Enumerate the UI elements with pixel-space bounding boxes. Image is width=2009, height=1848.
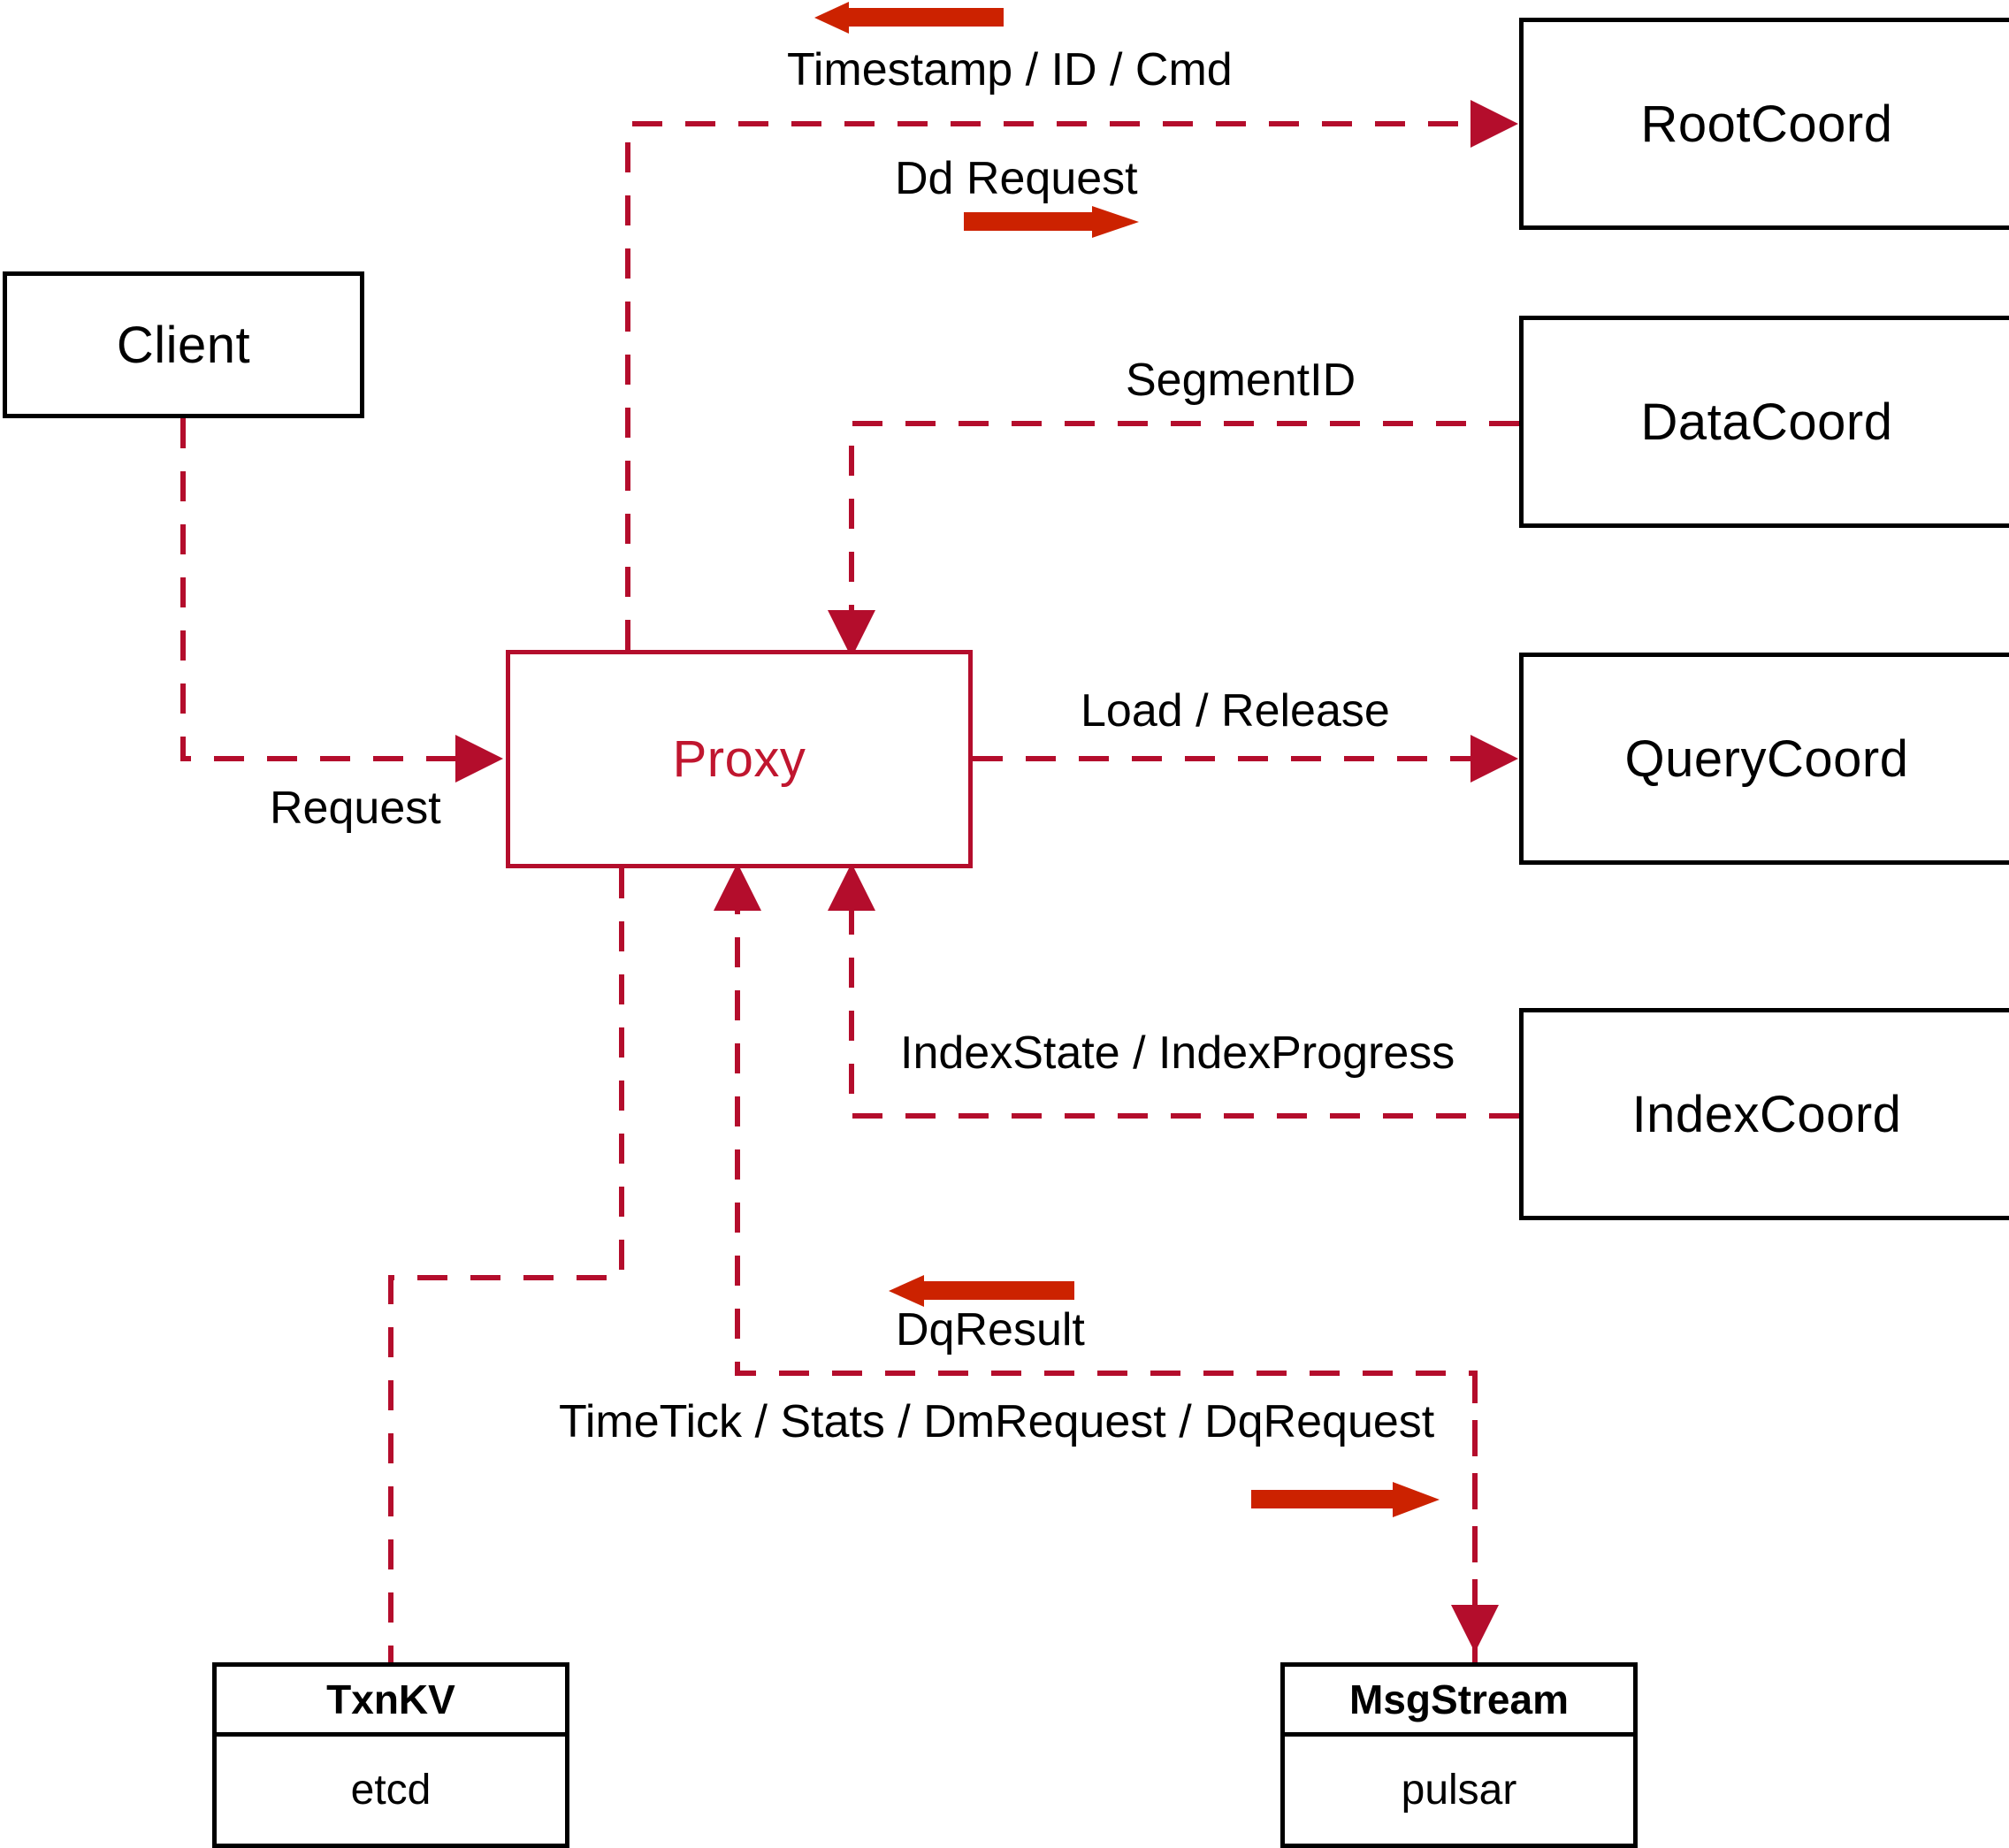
edge-label-request: Request (270, 785, 441, 831)
node-txnkv-header: TxnKV (217, 1667, 565, 1737)
edge-label-load-text: Load / Release (1081, 685, 1390, 737)
edge-label-indexstate-text: IndexState / IndexProgress (900, 1027, 1455, 1079)
edge-msgstream-to-proxy (714, 863, 1478, 1662)
edge-label-timetick-stats: TimeTick / Stats / DmRequest / DqRequest (559, 1399, 1434, 1445)
node-indexcoord[interactable]: IndexCoord (1519, 1008, 2009, 1220)
node-datacoord-label: DataCoord (1640, 393, 1893, 451)
arrow-left-timestamp-icon (814, 2, 1004, 34)
edge-label-dqresult-text: DqResult (896, 1304, 1085, 1355)
edge-proxy-to-rootcoord (625, 100, 1518, 650)
node-txnkv-body: etcd (217, 1737, 565, 1844)
node-indexcoord-label: IndexCoord (1631, 1085, 1902, 1143)
arrow-right-dd-icon (964, 206, 1139, 238)
node-datacoord[interactable]: DataCoord (1519, 316, 2009, 528)
node-txnkv-title: TxnKV (326, 1676, 455, 1722)
node-txnkv[interactable]: TxnKV etcd (212, 1662, 569, 1848)
edge-label-timestamp-id-cmd: Timestamp / ID / Cmd (787, 47, 1233, 93)
edge-label-index-state-progress: IndexState / IndexProgress (900, 1030, 1455, 1076)
node-msgstream-title: MsgStream (1349, 1676, 1569, 1722)
node-rootcoord[interactable]: RootCoord (1519, 18, 2009, 230)
edge-label-request-text: Request (270, 783, 441, 834)
edge-indexcoord-to-proxy (828, 863, 1519, 1119)
edge-label-dq-result: DqResult (896, 1307, 1085, 1353)
edge-label-load-release: Load / Release (1081, 688, 1390, 734)
arrow-left-dqresult-icon (889, 1275, 1074, 1307)
node-rootcoord-label: RootCoord (1640, 95, 1893, 153)
node-proxy[interactable]: Proxy (506, 650, 973, 868)
node-proxy-label: Proxy (672, 730, 806, 788)
node-msgstream-body: pulsar (1285, 1737, 1633, 1844)
node-client-label: Client (116, 316, 251, 374)
node-querycoord-label: QueryCoord (1624, 729, 1909, 788)
edge-label-timetick-text: TimeTick / Stats / DmRequest / DqRequest (559, 1396, 1435, 1447)
direction-arrow-group (814, 2, 1440, 1517)
edge-datacoord-to-proxy (828, 421, 1519, 658)
node-msgstream[interactable]: MsgStream pulsar (1280, 1662, 1638, 1848)
edge-label-segment-id: SegmentID (1126, 357, 1356, 403)
node-txnkv-impl: etcd (350, 1767, 432, 1814)
node-msgstream-impl: pulsar (1401, 1767, 1517, 1814)
edge-proxy-to-txnkv (388, 868, 624, 1662)
node-client[interactable]: Client (3, 271, 364, 418)
arrow-right-timetick-icon (1251, 1482, 1440, 1517)
edge-label-segmentid-text: SegmentID (1126, 355, 1356, 406)
edge-label-dd-text: Dd Request (895, 153, 1138, 204)
node-querycoord[interactable]: QueryCoord (1519, 653, 2009, 865)
edge-label-timestamp-text: Timestamp / ID / Cmd (787, 44, 1233, 95)
edge-client-to-proxy (180, 418, 503, 783)
edge-label-dd-request: Dd Request (895, 156, 1138, 202)
node-msgstream-header: MsgStream (1285, 1667, 1633, 1737)
